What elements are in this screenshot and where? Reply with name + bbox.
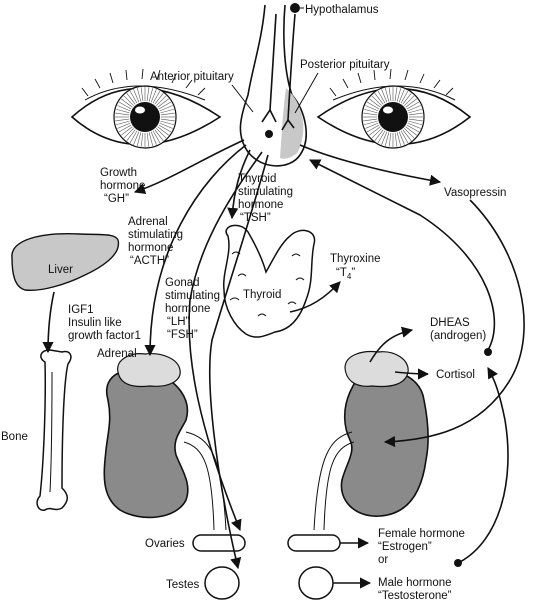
dheas-label: DHEAS (androgen): [430, 317, 486, 342]
liver-label: Liver: [48, 264, 73, 276]
anterior-pituitary-label: Anterior pituitary: [150, 71, 234, 83]
ovaries-label: Ovaries: [145, 538, 185, 550]
adrenal-label: Adrenal: [97, 348, 137, 360]
igf1-label: IGF1 Insulin like growth factor1: [68, 304, 141, 342]
thyroid-label: Thyroid: [243, 289, 281, 301]
vasopressin-label: Vasopressin: [444, 187, 506, 199]
hormone-arrows: [42, 139, 525, 589]
acth-label: Adrenal stimulating hormone “ACTH”: [128, 216, 186, 267]
tsh-label: Thyroid stimulating hormone “TSH”: [238, 173, 296, 224]
lh-fsh-label: Gonad stimulating hormone “LH” “FSH”: [165, 277, 223, 341]
thyroxine-label: Thyroxine “T4”: [330, 253, 384, 281]
left-testis: [204, 566, 240, 600]
bone-shape: [36, 349, 72, 511]
posterior-pointer: [294, 72, 319, 114]
right-kidney: [313, 350, 429, 531]
male-hormone-label: Male hormone “Testosterone”: [378, 577, 455, 602]
cortisol-label: Cortisol: [436, 369, 475, 381]
testes-label: Testes: [166, 579, 199, 591]
anterior-pointer: [231, 84, 254, 113]
right-eye: [316, 68, 472, 149]
left-ovary: [192, 534, 246, 552]
gh-label: Growth hormone “GH”: [100, 167, 149, 205]
right-testis: [298, 566, 334, 600]
right-ovary: [287, 534, 341, 552]
bone-label: Bone: [1, 431, 28, 443]
pituitary-gland: [239, 3, 307, 167]
left-kidney: [103, 353, 227, 531]
female-hormone-label: Female hormone “Estrogen” or: [378, 528, 468, 566]
thyroid-shape: [223, 224, 316, 338]
posterior-pituitary-label: Posterior pituitary: [300, 59, 390, 71]
left-eye: [70, 68, 222, 149]
hypothalamus-label: Hypothalamus: [305, 4, 379, 16]
liver-shape: [11, 233, 120, 292]
